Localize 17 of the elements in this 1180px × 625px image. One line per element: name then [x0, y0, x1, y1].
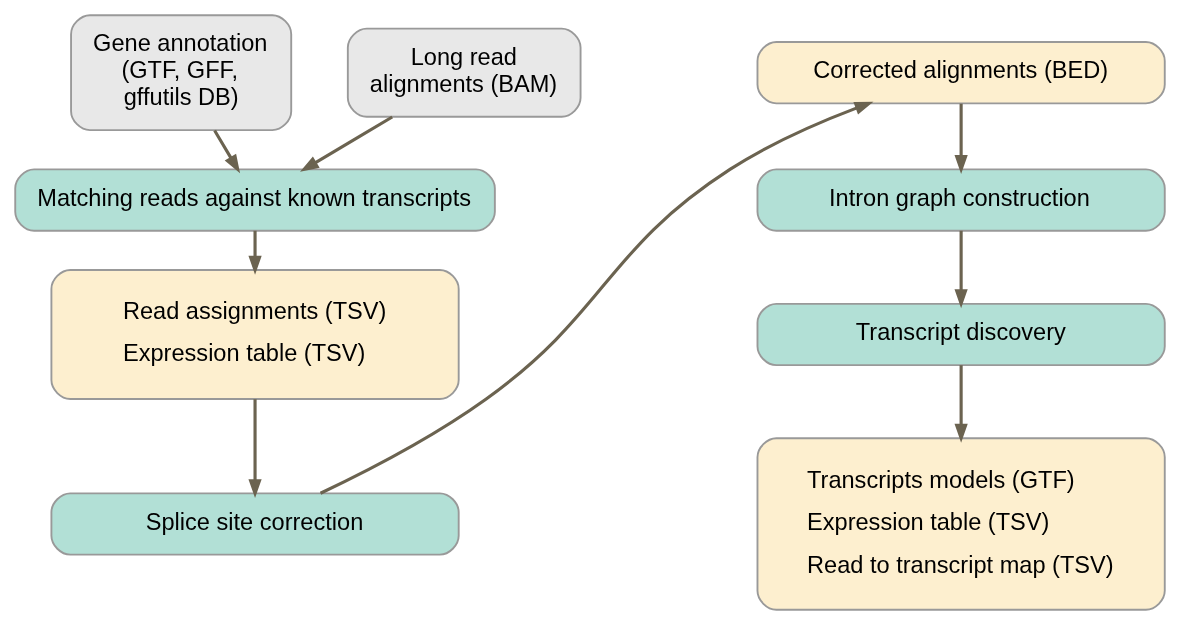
- node-box: Splice site correction: [50, 492, 460, 556]
- node-box: Matching reads against known transcripts: [14, 168, 496, 232]
- node-box: Read assignments (TSV) Expression table (TSV): [50, 269, 460, 400]
- node-box: Transcripts models (GTF) Expression table (TSV) Read to transcript map (TSV): [756, 437, 1166, 611]
- arrow: [300, 115, 394, 172]
- node-box: Transcript discovery: [756, 302, 1166, 367]
- node-box: Long read alignments (BAM): [346, 27, 582, 118]
- arrow: [954, 103, 968, 175]
- node-box: Corrected alignments (BED): [756, 41, 1166, 105]
- arrow: [213, 129, 241, 174]
- arrow: [319, 101, 874, 495]
- node-box: Gene annotation (GTF, GFF, gffutils DB): [70, 14, 293, 132]
- arrow: [954, 365, 968, 443]
- arrow: [248, 399, 262, 499]
- arrow: [248, 230, 262, 275]
- node-box: Intron graph construction: [756, 168, 1166, 232]
- arrow: [954, 230, 968, 309]
